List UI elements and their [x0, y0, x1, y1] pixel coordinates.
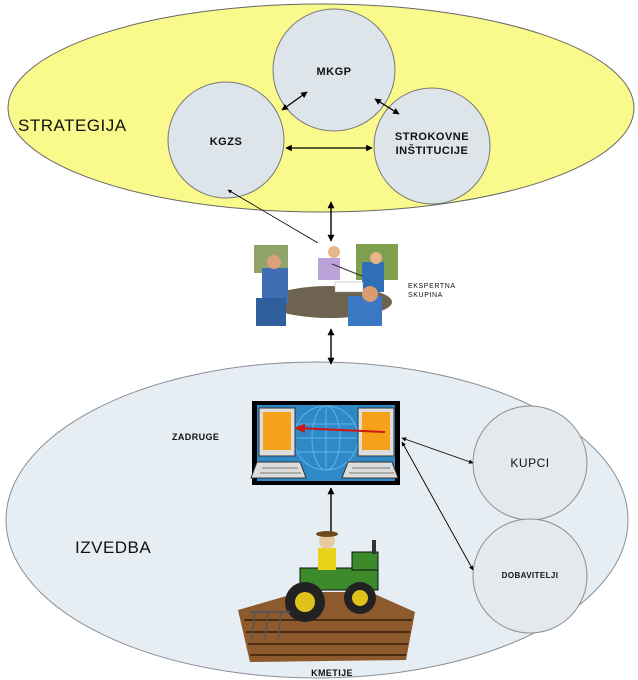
zadruge-computers-icon: [250, 401, 400, 485]
meeting-clipart-icon: [252, 243, 400, 328]
zadruge-label: ZADRUGE: [172, 432, 220, 442]
strokovne-label-line1: STROKOVNE: [394, 131, 470, 143]
arrow-kgzs-mkgp: [281, 91, 308, 111]
arrow-mkgp-strokovne: [374, 98, 400, 115]
kupci-label: KUPCI: [510, 456, 550, 470]
dobavitelji-label: DOBAVITELJI: [501, 571, 559, 580]
strategija-label: STRATEGIJA: [18, 116, 127, 135]
strokovne-label-line2: INŠTITUCIJE: [395, 145, 469, 157]
strokovne-institucije-label: STROKOVNE INŠTITUCIJE: [382, 130, 482, 158]
kgzs-node: [167, 81, 285, 199]
mkgp-label: MKGP: [316, 66, 352, 78]
strokovne-institucije-node: [373, 87, 491, 205]
dobavitelji-node: [472, 518, 588, 634]
ekspertna-skupina-label: EKSPERTNA SKUPINA: [408, 282, 456, 300]
kgzs-label: KGZS: [209, 136, 243, 148]
arrow-zadruge-dobavitelji: [401, 441, 474, 571]
ekspertna-label-line2: SKUPINA: [408, 292, 443, 299]
tractor-farmer-icon: [238, 531, 415, 662]
ekspertna-label-line1: EKSPERTNA: [408, 283, 456, 290]
kmetije-label: KMETIJE: [311, 668, 353, 678]
arrow-kgzs-ekspertna: [227, 189, 319, 244]
izvedba-label: IZVEDBA: [75, 538, 152, 557]
